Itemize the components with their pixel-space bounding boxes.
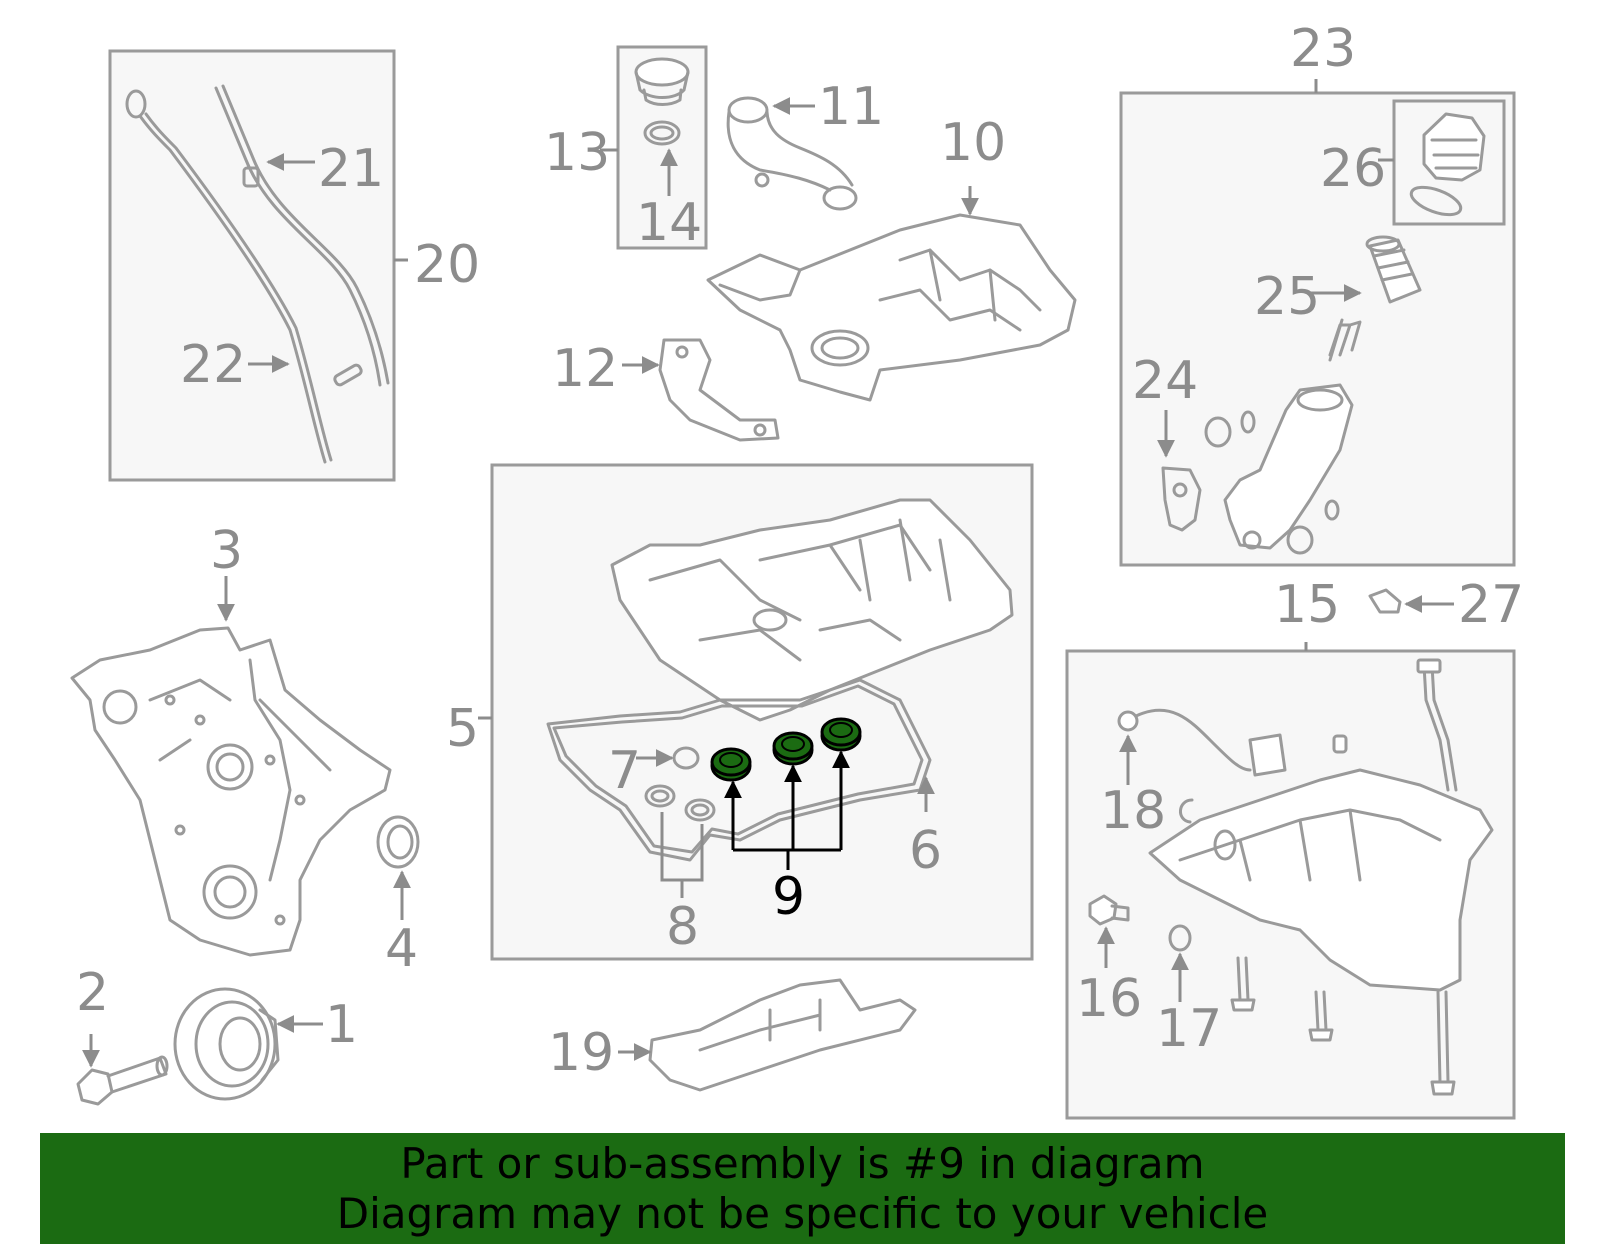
highlighted-seal-3: [820, 717, 862, 752]
timing-cover-part: [70, 626, 392, 957]
callout-9: 9: [772, 867, 805, 927]
crankshaft-seal-part: [376, 815, 420, 869]
drain-plug-washer-part: [1168, 924, 1192, 952]
mounting-bracket-part: [658, 338, 780, 442]
leader-lines: [82, 79, 1454, 1068]
callout-23: 23: [1290, 19, 1356, 79]
filter-cap-part: [1422, 112, 1486, 182]
callout-13: 13: [544, 123, 610, 183]
tube-seal-part-a: [644, 784, 676, 808]
callout-11: 11: [818, 77, 884, 137]
spark-plug-tube-seal-small-part: [672, 746, 700, 770]
oil-level-sensor-part: [1117, 708, 1348, 777]
oil-pan-dipstick-tube-part: [1416, 658, 1458, 792]
callout-14: 14: [636, 193, 702, 253]
callout-12: 12: [552, 339, 618, 399]
oil-filter-element-part: [1365, 235, 1422, 304]
callout-22: 22: [180, 335, 246, 395]
oil-cap-seal-part: [643, 120, 681, 146]
callout-21: 21: [318, 139, 384, 199]
callout-3: 3: [210, 521, 243, 581]
pulley-bolt-part: [76, 1055, 169, 1106]
callout-1: 1: [325, 995, 358, 1055]
callout-2: 2: [76, 963, 109, 1023]
callout-10: 10: [940, 113, 1006, 173]
housing-seal-parts: [1204, 410, 1340, 555]
callout-17: 17: [1156, 999, 1222, 1059]
info-banner: Part or sub-assembly is #9 in diagram Di…: [40, 1133, 1565, 1244]
banner-line-1: Part or sub-assembly is #9 in diagram: [400, 1138, 1205, 1188]
callout-18: 18: [1100, 781, 1166, 841]
filter-spring-part: [1328, 318, 1362, 362]
banner-line-2: Diagram may not be specific to your vehi…: [336, 1188, 1269, 1238]
tube-seal-part-b: [684, 798, 716, 822]
callout-15: 15: [1274, 575, 1340, 635]
dipstick-tube-part: [214, 84, 390, 387]
callout-20: 20: [414, 235, 480, 295]
callout-25: 25: [1254, 267, 1320, 327]
breather-hose-part: [726, 96, 858, 211]
callout-labels: 1 2 3 4 5 6 7 8 9 10 11 12 13 14 15 16 1…: [76, 19, 1524, 1083]
callout-5: 5: [446, 699, 479, 759]
callout-8: 8: [666, 897, 699, 957]
engine-cover-part: [706, 213, 1077, 402]
highlighted-seal-1: [710, 747, 752, 782]
valve-cover-gasket-part: [546, 678, 932, 862]
valve-cover-part: [610, 498, 1014, 722]
callout-6: 6: [909, 821, 942, 881]
oil-pressure-sensor-part: [1368, 588, 1402, 614]
oil-pan-bolts-parts: [1230, 956, 1456, 1096]
callout-27: 27: [1458, 575, 1524, 635]
callout-24: 24: [1132, 351, 1198, 411]
filter-housing-part: [1223, 383, 1354, 550]
filter-cap-oring-part: [1409, 185, 1463, 217]
callout-7: 7: [608, 741, 641, 801]
dipstick-part: [125, 89, 333, 464]
callout-16: 16: [1076, 969, 1142, 1029]
oil-pan-part: [1148, 768, 1494, 992]
drain-plug-part: [1088, 894, 1130, 926]
crankshaft-pulley-part: [173, 987, 280, 1101]
callout-19: 19: [548, 1023, 614, 1083]
highlight-leaders: [724, 750, 850, 870]
housing-gasket-part: [1161, 466, 1202, 532]
callout-4: 4: [385, 919, 418, 979]
highlighted-seal-2: [772, 731, 814, 766]
callout-26: 26: [1320, 139, 1386, 199]
retaining-clip-part: [1179, 798, 1194, 824]
engine-under-cover-part: [648, 978, 917, 1092]
oil-filler-cap-part: [634, 57, 690, 106]
